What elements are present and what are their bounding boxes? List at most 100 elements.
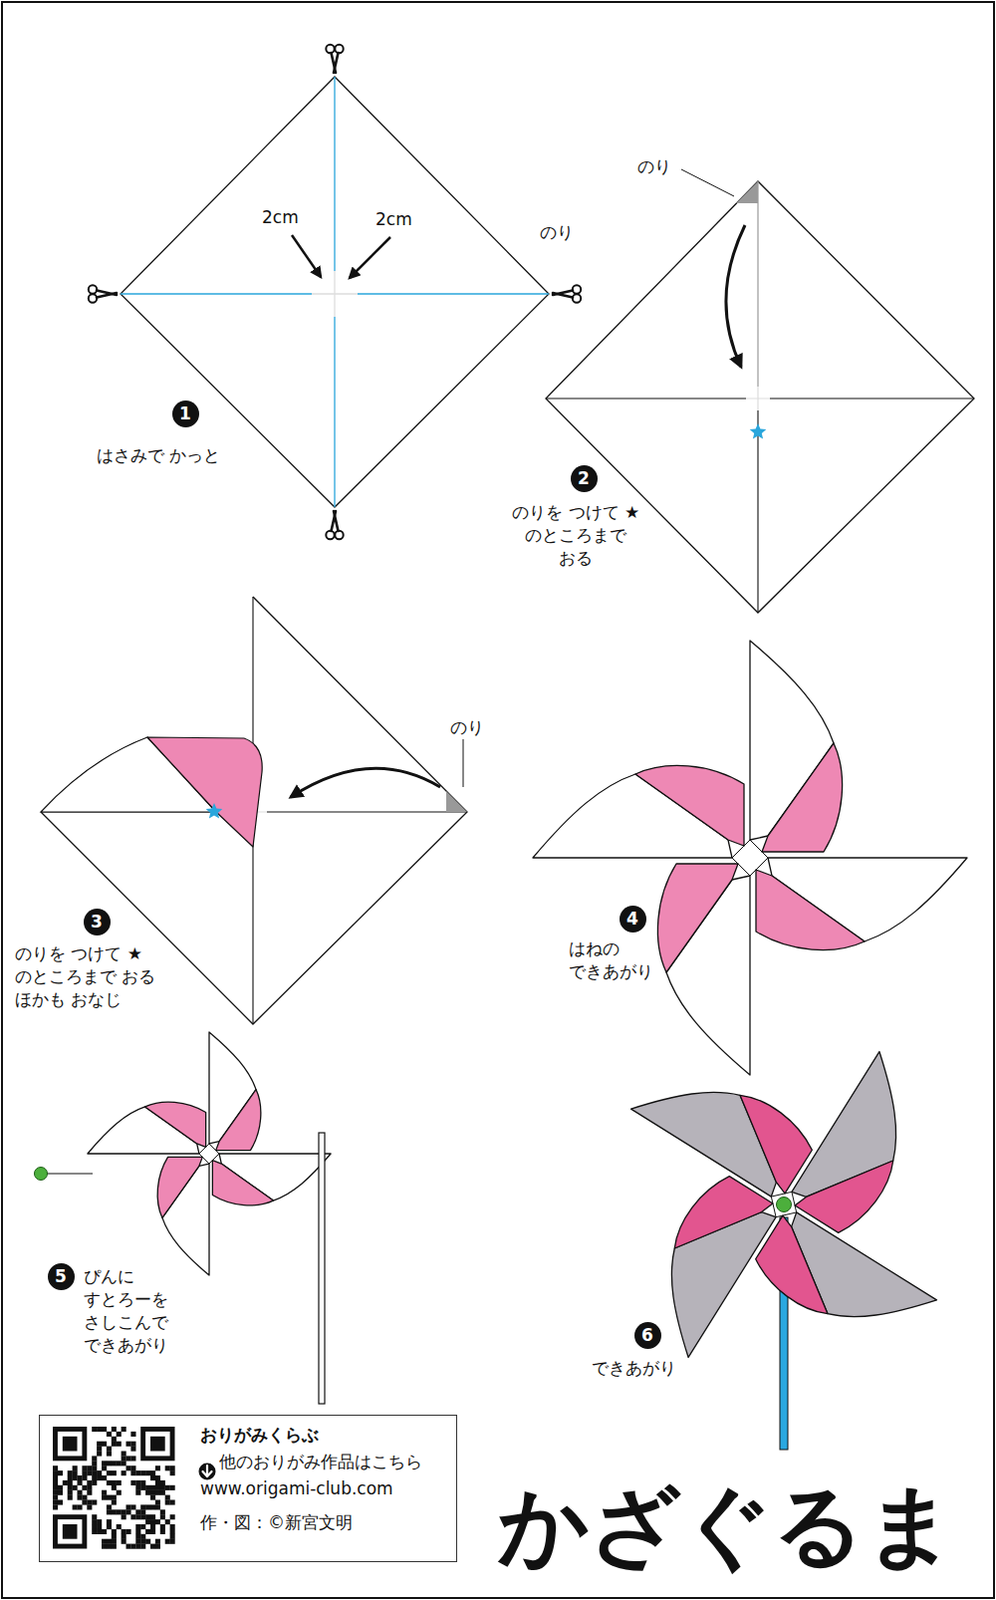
qr-code bbox=[121, 1508, 127, 1514]
qr-code bbox=[135, 1485, 141, 1491]
qr-code bbox=[170, 1470, 176, 1476]
qr-code bbox=[101, 1538, 107, 1544]
qr-code bbox=[91, 1470, 97, 1476]
step-number: 4 bbox=[619, 905, 647, 933]
qr-code bbox=[121, 1528, 127, 1534]
step-instruction: ぴんに すとろーを さしこんで できあがり bbox=[83, 1264, 183, 1357]
glue-label: のり bbox=[539, 221, 574, 245]
qr-code bbox=[86, 1499, 92, 1505]
square-paper-step2 bbox=[545, 181, 975, 613]
qr-code bbox=[106, 1518, 112, 1524]
qr-code bbox=[126, 1441, 132, 1447]
qr-code bbox=[72, 1470, 78, 1476]
qr-code bbox=[91, 1528, 97, 1534]
qr-code bbox=[135, 1528, 141, 1534]
qr-code bbox=[96, 1446, 102, 1452]
qr-code bbox=[62, 1523, 78, 1539]
qr-code bbox=[101, 1460, 107, 1466]
finished-pinwheel bbox=[776, 1197, 792, 1213]
qr-code bbox=[67, 1475, 73, 1481]
qr-code bbox=[140, 1508, 146, 1514]
callout-number: 5 bbox=[54, 1267, 67, 1285]
qr-code bbox=[160, 1480, 166, 1486]
qr-code bbox=[160, 1485, 166, 1491]
qr-code bbox=[111, 1543, 117, 1549]
qr-code bbox=[52, 1485, 58, 1491]
pinwheel-with-pin bbox=[45, 1172, 93, 1174]
qr-code bbox=[155, 1480, 161, 1486]
qr-code bbox=[86, 1465, 92, 1471]
square-paper-step2 bbox=[681, 169, 735, 197]
qr-code bbox=[81, 1470, 87, 1476]
qr-code bbox=[96, 1528, 102, 1534]
qr-code bbox=[111, 1494, 117, 1500]
qr-code bbox=[150, 1485, 156, 1491]
qr-code bbox=[96, 1523, 102, 1529]
square-paper-step2 bbox=[726, 225, 746, 367]
qr-code bbox=[106, 1470, 112, 1476]
qr-code bbox=[52, 1503, 58, 1509]
qr-code bbox=[150, 1503, 156, 1509]
qr-code bbox=[165, 1494, 171, 1500]
qr-code bbox=[116, 1431, 122, 1437]
callout-number: 4 bbox=[626, 910, 639, 928]
square-paper-step1 bbox=[120, 76, 549, 507]
glue-label: のり bbox=[637, 155, 672, 179]
qr-code bbox=[150, 1513, 156, 1519]
qr-code bbox=[91, 1518, 97, 1524]
qr-code bbox=[165, 1485, 171, 1491]
qr-code bbox=[91, 1460, 97, 1466]
qr-code bbox=[86, 1470, 92, 1476]
step-number: 5 bbox=[47, 1262, 75, 1290]
qr-code bbox=[106, 1508, 112, 1514]
qr-code bbox=[150, 1494, 156, 1500]
qr-code bbox=[101, 1490, 107, 1495]
qr-code bbox=[170, 1513, 176, 1519]
qr-code bbox=[111, 1485, 117, 1491]
qr-code bbox=[111, 1528, 117, 1534]
qr-code bbox=[150, 1475, 156, 1481]
qr-code bbox=[106, 1460, 112, 1466]
qr-code bbox=[111, 1538, 117, 1544]
glue-label: のり bbox=[450, 716, 485, 740]
qr-code bbox=[170, 1499, 176, 1505]
qr-code bbox=[111, 1533, 117, 1539]
qr-code bbox=[106, 1480, 112, 1486]
qr-code bbox=[135, 1480, 141, 1486]
qr-code bbox=[52, 1494, 58, 1500]
qr-code bbox=[81, 1475, 87, 1481]
qr-code bbox=[106, 1494, 112, 1500]
qr-code bbox=[86, 1485, 92, 1491]
qr-code bbox=[135, 1490, 141, 1495]
finished-pinwheel bbox=[535, 956, 996, 1454]
qr-code bbox=[135, 1543, 141, 1549]
qr-code bbox=[67, 1480, 73, 1486]
down-arrow-icon bbox=[199, 1463, 217, 1481]
dimension-label: 2cm bbox=[375, 208, 413, 232]
pinwheel-with-pin bbox=[87, 1031, 331, 1275]
qr-code bbox=[130, 1441, 136, 1447]
qr-code bbox=[77, 1480, 83, 1486]
qr-code bbox=[106, 1523, 112, 1529]
qr-code bbox=[135, 1533, 141, 1539]
square-paper-step1 bbox=[120, 76, 549, 507]
step-number: 3 bbox=[83, 908, 111, 936]
qr-code bbox=[62, 1436, 78, 1452]
qr-code bbox=[121, 1513, 127, 1519]
site-name: おりがみくらぶ bbox=[200, 1423, 319, 1446]
qr-code bbox=[130, 1543, 136, 1549]
qr-code bbox=[126, 1465, 132, 1471]
step-number: 1 bbox=[172, 400, 200, 428]
qr-code bbox=[116, 1508, 122, 1514]
qr-code bbox=[52, 1499, 58, 1505]
qr-code bbox=[52, 1480, 58, 1486]
qr-code bbox=[121, 1455, 127, 1461]
qr-code bbox=[165, 1499, 171, 1505]
qr-code bbox=[67, 1485, 73, 1491]
qr-code bbox=[101, 1543, 107, 1549]
qr-code bbox=[121, 1533, 127, 1539]
qr-code bbox=[91, 1475, 97, 1481]
qr-code bbox=[96, 1451, 102, 1457]
qr-code bbox=[150, 1528, 156, 1534]
